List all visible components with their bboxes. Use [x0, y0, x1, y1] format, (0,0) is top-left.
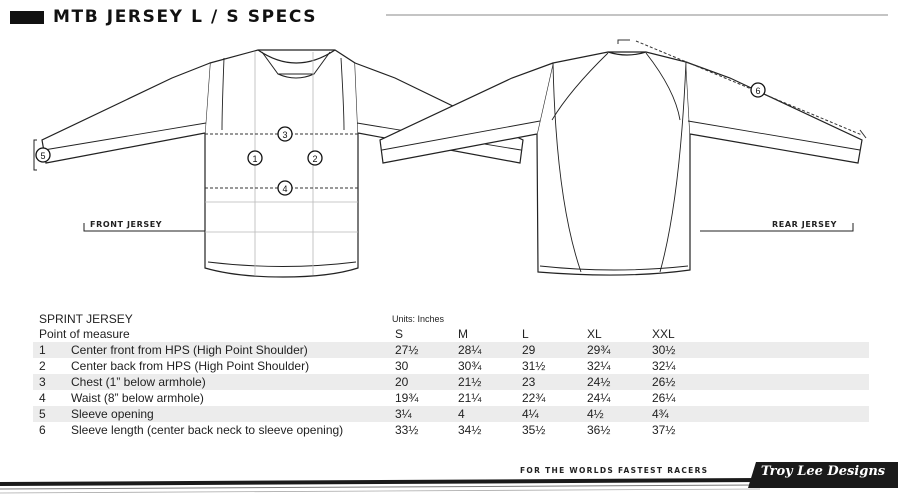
sleeve-length-line	[617, 39, 867, 139]
rear-jersey-outline	[379, 51, 863, 276]
row-measure-name: Chest (1” below armhole)	[71, 375, 206, 389]
table-header-row-1: SPRINT JERSEY Units: Inches	[33, 312, 869, 327]
table-row: 1 Center front from HPS (High Point Shou…	[33, 342, 869, 358]
pom-header: Point of measure	[39, 327, 130, 341]
value-xl: 24½	[587, 375, 611, 389]
value-xl: 36½	[587, 423, 611, 437]
rear-label-callout	[700, 223, 854, 232]
table-name: SPRINT JERSEY	[39, 312, 133, 326]
value-l: 29	[522, 343, 536, 357]
row-measure-name: Waist (8” below armhole)	[71, 391, 204, 405]
brand-logo: Troy Lee Designs	[748, 458, 898, 494]
size-header: L	[522, 327, 529, 341]
spec-table: SPRINT JERSEY Units: Inches Point of mea…	[33, 312, 869, 438]
row-measure-name: Center back from HPS (High Point Shoulde…	[71, 359, 310, 373]
value-l: 22¾	[522, 391, 546, 405]
row-number: 6	[39, 423, 46, 437]
table-row: 3 Chest (1” below armhole) 20 21½ 23 24½…	[33, 374, 869, 390]
row-measure-name: Center front from HPS (High Point Should…	[71, 343, 308, 357]
value-xl: 24¼	[587, 391, 611, 405]
value-xl: 29¾	[587, 343, 611, 357]
marker-1: 1	[247, 150, 263, 166]
value-s: 20	[395, 375, 409, 389]
logo-background	[748, 462, 898, 488]
size-header: S	[395, 327, 404, 341]
title-block: MTB JERSEY L / S SPECS	[10, 6, 317, 28]
value-l: 35½	[522, 423, 546, 437]
marker-6: 6	[750, 82, 766, 98]
value-s: 30	[395, 359, 409, 373]
svg-text:6: 6	[755, 86, 760, 96]
value-xl: 4½	[587, 407, 604, 421]
front-label-callout	[83, 223, 205, 232]
front-jersey-outline	[41, 49, 524, 278]
table-header-row-2: Point of measure S M L XL XXL	[33, 327, 869, 342]
value-xxl: 30½	[652, 343, 676, 357]
size-header: XXL	[652, 327, 675, 341]
units-label: Units: Inches	[392, 314, 445, 324]
footer-tagline: FOR THE WORLDS FASTEST RACERS	[520, 466, 709, 475]
svg-text:1: 1	[252, 154, 257, 164]
row-number: 3	[39, 375, 46, 389]
value-xxl: 37½	[652, 423, 676, 437]
table-row: 4 Waist (8” below armhole) 19¾ 21¼ 22¾ 2…	[33, 390, 869, 406]
value-xxl: 26½	[652, 375, 676, 389]
value-s: 33½	[395, 423, 419, 437]
value-m: 21¼	[458, 391, 482, 405]
svg-text:5: 5	[40, 151, 45, 161]
value-m: 28¼	[458, 343, 482, 357]
title-accent-bar	[10, 10, 44, 24]
size-header: XL	[587, 327, 602, 341]
row-measure-name: Sleeve opening	[71, 407, 154, 421]
page-title: MTB JERSEY L / S SPECS	[53, 7, 318, 27]
table-row: 5 Sleeve opening 3¼ 4 4¼ 4½ 4¾	[33, 406, 869, 422]
row-number: 5	[39, 407, 46, 421]
value-l: 4¼	[522, 407, 539, 421]
marker-4: 4	[277, 180, 293, 196]
marker-3: 3	[277, 126, 293, 142]
sleeve-opening-bracket	[33, 139, 37, 171]
table-row: 6 Sleeve length (center back neck to sle…	[33, 422, 869, 438]
value-s: 19¾	[395, 391, 419, 405]
svg-text:2: 2	[312, 154, 317, 164]
svg-text:3: 3	[282, 130, 287, 140]
brand-logo-text: Troy Lee Designs	[760, 464, 886, 479]
marker-5: 5	[35, 147, 51, 163]
row-number: 4	[39, 391, 46, 405]
footer-stripes	[0, 478, 765, 494]
value-m: 34½	[458, 423, 482, 437]
value-xxl: 32¼	[652, 359, 676, 373]
value-m: 21½	[458, 375, 482, 389]
value-xxl: 26¼	[652, 391, 676, 405]
value-s: 3¼	[395, 407, 412, 421]
front-jersey-label: FRONT JERSEY	[90, 220, 163, 229]
value-l: 23	[522, 375, 536, 389]
row-number: 1	[39, 343, 46, 357]
value-xxl: 4¾	[652, 407, 669, 421]
rear-jersey-label: REAR JERSEY	[772, 220, 837, 229]
value-xl: 32¼	[587, 359, 611, 373]
row-number: 2	[39, 359, 46, 373]
value-l: 31½	[522, 359, 546, 373]
value-s: 27½	[395, 343, 419, 357]
size-header: M	[458, 327, 468, 341]
value-m: 30¾	[458, 359, 482, 373]
marker-2: 2	[307, 150, 323, 166]
svg-text:4: 4	[282, 184, 287, 194]
table-row: 2 Center back from HPS (High Point Shoul…	[33, 358, 869, 374]
row-measure-name: Sleeve length (center back neck to sleev…	[71, 423, 344, 437]
value-m: 4	[458, 407, 465, 421]
